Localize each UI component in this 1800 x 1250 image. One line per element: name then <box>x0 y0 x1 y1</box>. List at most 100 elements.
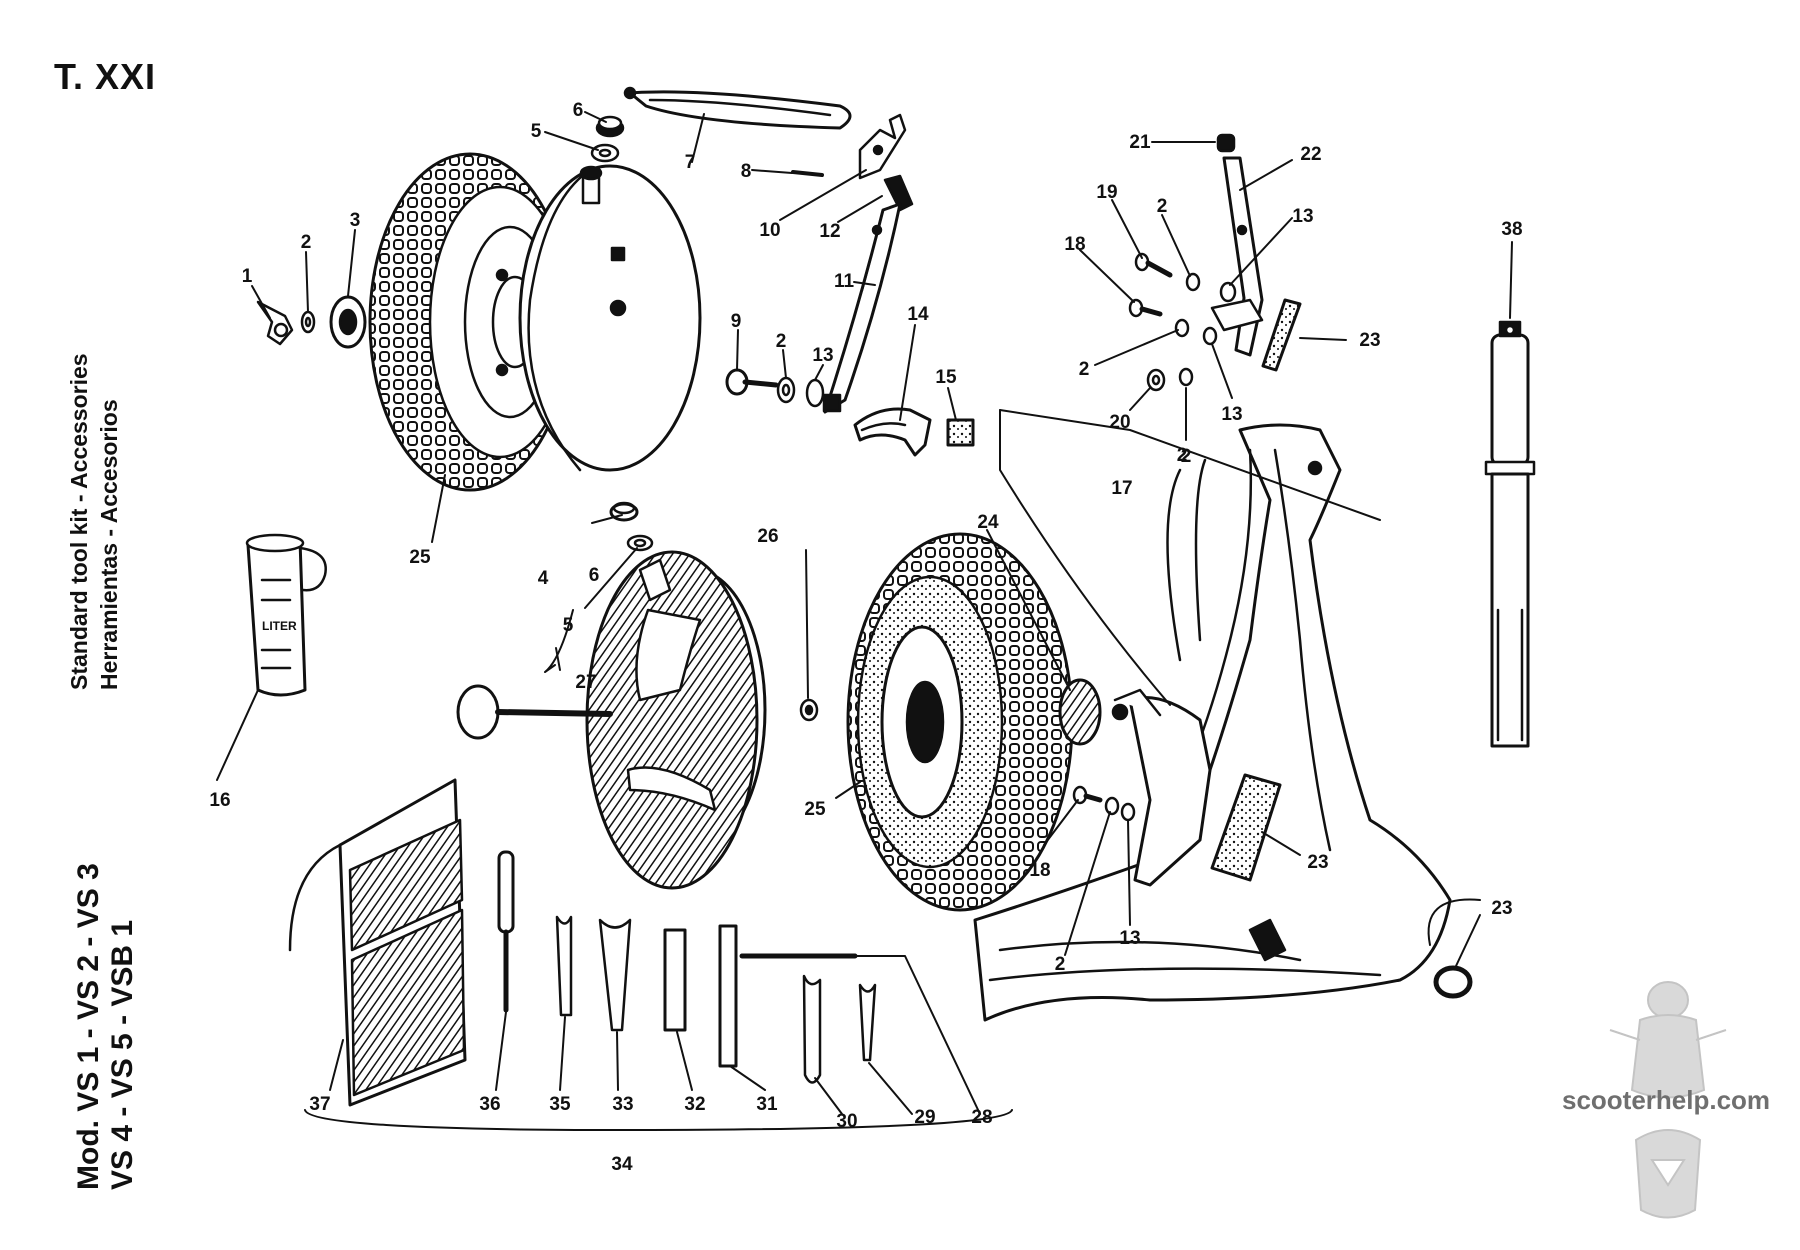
callout: 23 <box>1307 852 1328 873</box>
callout: 29 <box>914 1107 935 1128</box>
block-15 <box>946 418 975 447</box>
washer-5-upper <box>590 143 620 163</box>
callout: 23 <box>1359 330 1380 351</box>
callout: 2 <box>1181 446 1192 467</box>
callout: 18 <box>1029 860 1050 881</box>
callout: 13 <box>812 345 833 366</box>
callout: 23 <box>1491 898 1512 919</box>
stand-bracket-lower <box>1104 688 1212 887</box>
bracket-14 <box>853 407 932 457</box>
callout: 17 <box>1111 478 1132 499</box>
oil-jug-16 <box>245 533 327 697</box>
callout: 2 <box>301 232 312 253</box>
scooter-watermark-logo <box>1609 981 1727 1219</box>
callout: 10 <box>759 220 780 241</box>
callout: 6 <box>589 565 600 586</box>
bolt-19 <box>1134 252 1173 278</box>
callout: 20 <box>1109 412 1130 433</box>
screwdriver-36 <box>497 850 515 1013</box>
site-watermark: scooterhelp.com <box>1562 1085 1771 1115</box>
washer-2-right-a <box>1185 272 1201 292</box>
callout: 38 <box>1501 219 1522 240</box>
callout: 16 <box>209 790 230 811</box>
callout: 2 <box>1079 359 1090 380</box>
callout: 8 <box>741 161 752 182</box>
callout: 34 <box>611 1154 633 1175</box>
plate-number: T. XXI <box>54 56 157 97</box>
spanner-29 <box>858 983 877 1062</box>
callout: 6 <box>573 100 584 121</box>
callout: 25 <box>409 547 431 568</box>
tommy-bar-31 <box>718 924 738 1068</box>
stand-arm-22 <box>1210 156 1264 357</box>
badge-24 <box>1058 678 1102 746</box>
callout: 28 <box>971 1107 992 1128</box>
callout: 27 <box>575 672 596 693</box>
tool-roll-37 <box>288 778 467 1107</box>
callout: 15 <box>935 367 957 388</box>
callout: 19 <box>1096 182 1117 203</box>
box-spanner-32 <box>663 928 687 1032</box>
spare-wheel-lower <box>846 532 1074 912</box>
strap-7 <box>623 86 852 130</box>
callout: 31 <box>756 1094 778 1115</box>
wheel-screw-27 <box>456 684 613 740</box>
callout: 26 <box>757 526 778 547</box>
pin-8 <box>791 170 824 177</box>
rubber-pad-23-upper <box>1261 298 1302 372</box>
callout: 12 <box>819 221 840 242</box>
washer-2-upper-left <box>300 310 316 334</box>
callout: 2 <box>1157 196 1168 217</box>
wing-nut-1 <box>256 300 294 346</box>
callout: 22 <box>1300 144 1321 165</box>
callout: 24 <box>977 512 999 533</box>
callout: 14 <box>907 304 929 325</box>
callout: 33 <box>612 1094 633 1115</box>
wheel-cover-upper <box>518 164 702 472</box>
clip-12 <box>883 174 914 212</box>
wrench-35 <box>555 915 573 1017</box>
washer-13-right-b <box>1202 326 1218 346</box>
bolt-18-lower <box>1072 785 1103 805</box>
callout: 13 <box>1119 928 1140 949</box>
washer-5-lower <box>626 534 654 552</box>
washer-13-right-a <box>1219 281 1237 303</box>
callout: 21 <box>1129 132 1151 153</box>
callout: 37 <box>309 1094 330 1115</box>
washer-2-mid <box>776 376 796 404</box>
hub-cap-3 <box>329 295 367 349</box>
callout: 30 <box>836 1111 857 1132</box>
callout: 13 <box>1221 404 1242 425</box>
callout: 18 <box>1064 234 1085 255</box>
callout: 5 <box>563 615 574 636</box>
callout: 36 <box>479 1094 500 1115</box>
washer-13-mid <box>805 378 825 408</box>
nut-26 <box>799 698 819 722</box>
nut-20 <box>1146 368 1166 392</box>
callout: 2 <box>1055 954 1066 975</box>
callout: 25 <box>804 799 826 820</box>
jug-label: LITER <box>262 619 297 633</box>
rubber-ring-23 <box>1433 965 1473 999</box>
floor-mat-23 <box>1210 773 1282 882</box>
spanner-30 <box>802 974 822 1084</box>
washer-2-right-c <box>1178 367 1194 387</box>
bolt-9 <box>725 368 779 396</box>
callout: 7 <box>685 152 696 173</box>
bracket-10 <box>858 113 907 180</box>
nut-6-upper <box>595 115 625 138</box>
callout: 32 <box>684 1094 705 1115</box>
washer-2-right-b <box>1174 318 1190 338</box>
callout: 5 <box>531 121 542 142</box>
bolt-18-upper <box>1128 298 1163 318</box>
grommet-21 <box>1216 133 1236 153</box>
callout: 2 <box>1177 445 1188 466</box>
callout-numbers: 1 2 3 5 6 7 8 10 12 11 9 2 13 14 15 25 2… <box>209 100 1522 1175</box>
tyre-pump-38 <box>1484 320 1536 748</box>
callout: 1 <box>242 266 253 287</box>
callout: 35 <box>549 1094 571 1115</box>
leader-lines <box>216 111 1513 1131</box>
callout: 9 <box>731 311 742 332</box>
